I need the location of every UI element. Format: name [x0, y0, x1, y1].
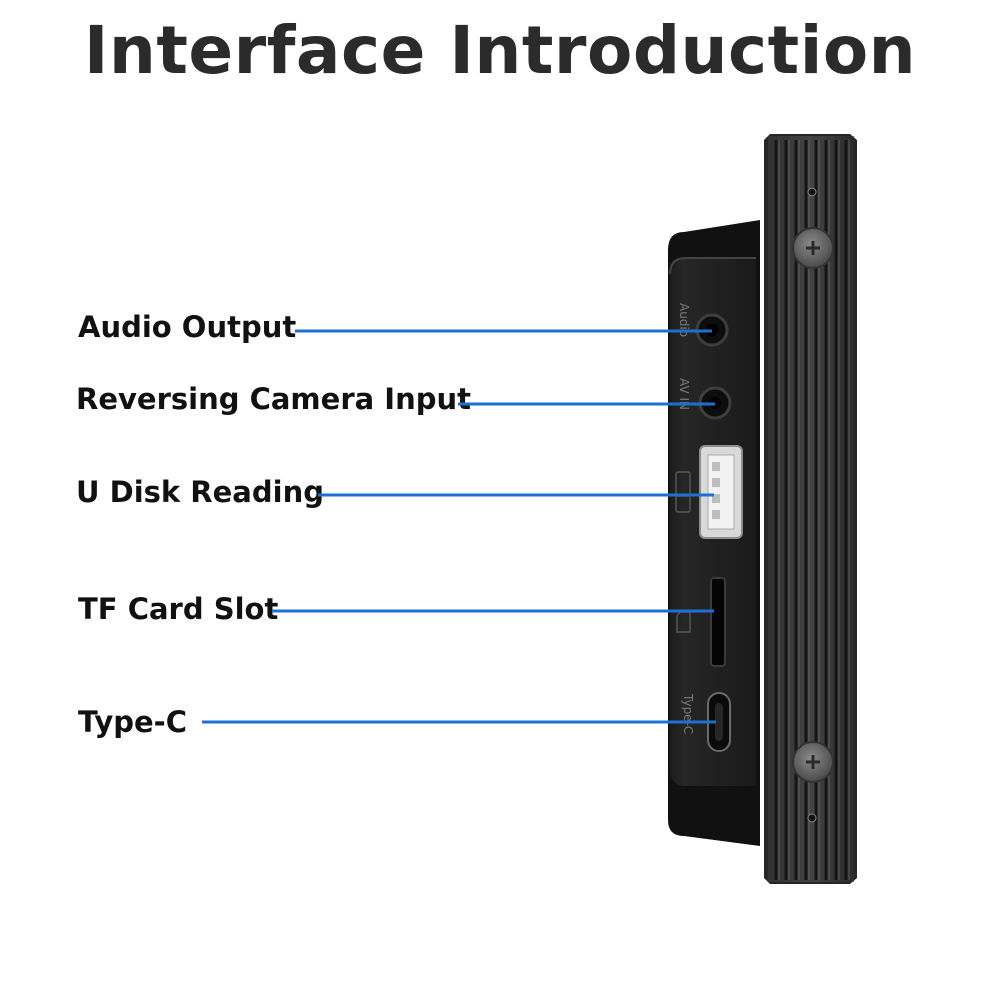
screw-bottom	[792, 741, 834, 783]
engraving-audio: Audio	[677, 303, 691, 337]
screw-top	[792, 227, 834, 269]
label-audio-output: Audio Output	[78, 310, 297, 344]
label-u-disk-reading: U Disk Reading	[76, 475, 324, 509]
tf-card-slot	[710, 577, 726, 667]
engraving-av-in: AV IN	[677, 378, 691, 410]
label-type-c: Type-C	[78, 705, 187, 739]
engraving-type-c: Type-C	[681, 693, 695, 734]
label-tf-card-slot: TF Card Slot	[78, 592, 279, 626]
page-title: Interface Introduction	[83, 12, 917, 89]
finned-housing	[764, 134, 857, 884]
type-c-port	[707, 692, 731, 752]
label-reversing-camera-input: Reversing Camera Input	[76, 382, 471, 416]
usb-port	[699, 445, 743, 539]
leader-lines	[202, 329, 716, 724]
